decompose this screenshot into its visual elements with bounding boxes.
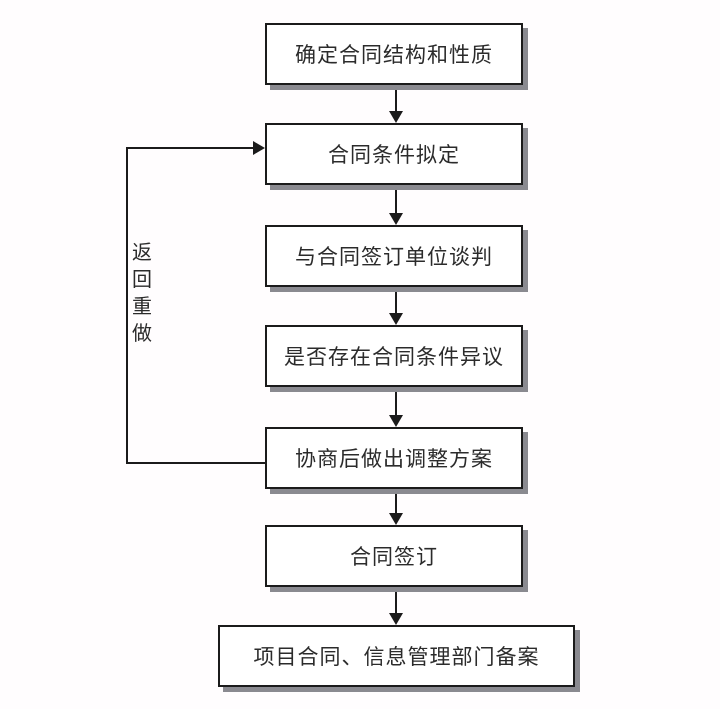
node-label: 合同签订 [350, 545, 438, 569]
node-label: 项目合同、信息管理部门备案 [253, 645, 540, 669]
arrowhead-down-icon [389, 415, 403, 427]
node-label: 协商后做出调整方案 [295, 447, 493, 471]
connector-line-6 [395, 587, 397, 614]
node-check-term-objections: 是否存在合同条件异议 [265, 325, 523, 387]
arrowhead-down-icon [389, 213, 403, 225]
node-determine-contract-structure: 确定合同结构和性质 [265, 23, 523, 85]
arrowhead-right-icon [253, 141, 265, 155]
arrowhead-down-icon [389, 111, 403, 123]
node-draft-contract-terms: 合同条件拟定 [265, 123, 523, 185]
node-contract-signing: 合同签订 [265, 525, 523, 587]
loop-vertical-line [126, 147, 128, 464]
connector-line-5 [395, 487, 397, 514]
connector-line-1 [395, 85, 397, 112]
node-label: 是否存在合同条件异议 [284, 345, 504, 369]
node-adjustment-plan: 协商后做出调整方案 [265, 427, 523, 489]
loop-label: 返回重做 [132, 242, 152, 345]
node-label: 确定合同结构和性质 [295, 43, 493, 67]
node-label: 合同条件拟定 [328, 143, 460, 167]
connector-line-2 [395, 185, 397, 214]
arrowhead-down-icon [389, 313, 403, 325]
node-filing-with-departments: 项目合同、信息管理部门备案 [218, 625, 575, 687]
loop-bottom-line [126, 462, 265, 464]
connector-line-4 [395, 387, 397, 416]
connector-line-3 [395, 287, 397, 314]
arrowhead-down-icon [389, 613, 403, 625]
node-label: 与合同签订单位谈判 [295, 245, 493, 269]
arrowhead-down-icon [389, 513, 403, 525]
loop-top-line [126, 147, 253, 149]
node-negotiate-with-signing-party: 与合同签订单位谈判 [265, 225, 523, 287]
